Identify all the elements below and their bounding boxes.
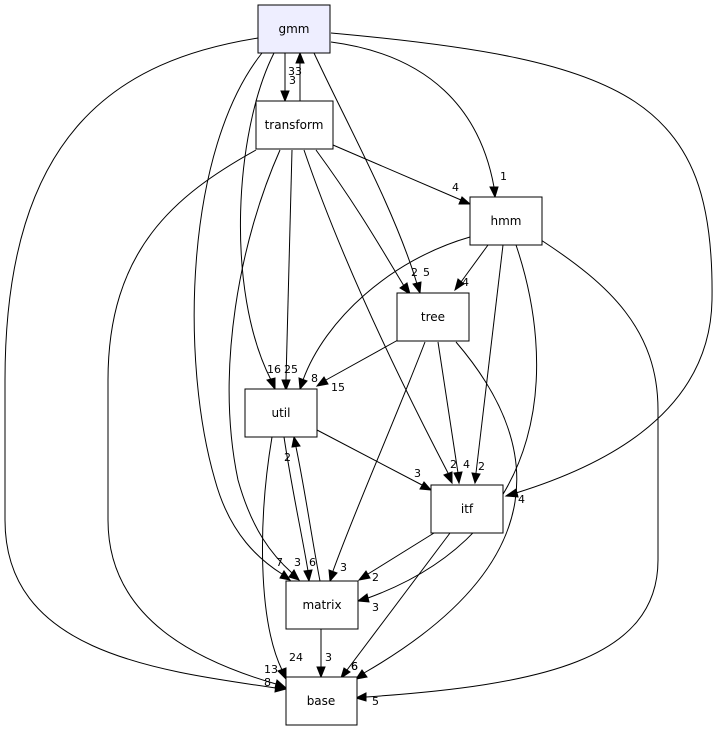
edge-label-itf-matrix: 2 (372, 571, 379, 584)
edge-matrix-base[interactable]: 3 (316, 629, 332, 679)
edge-label-gmm-hmm: 1 (500, 170, 507, 183)
edge-label-hmm-util: 8 (311, 372, 318, 385)
edge-label-hmm-tree: 4 (462, 276, 469, 289)
nodes: gmm transform hmm tree util itf matrix (244, 4, 543, 726)
edges: 3 33 1 5 16 4 (4, 32, 713, 708)
edge-gmm-util[interactable]: 16 (239, 52, 281, 391)
edge-hmm-matrix[interactable]: 3 (356, 244, 538, 614)
edge-gmm-transform[interactable]: 3 (280, 53, 296, 103)
edge-label-matrix-util: 2 (284, 451, 291, 464)
edge-tree-util[interactable]: 15 (315, 339, 399, 394)
edge-gmm-hmm[interactable]: 1 (330, 41, 507, 199)
edge-itf-base[interactable]: 6 (340, 532, 451, 680)
node-tree[interactable]: tree (396, 292, 470, 342)
edge-gmm-tree[interactable]: 5 (313, 52, 430, 295)
node-label-tree: tree (421, 310, 445, 324)
node-label-base: base (307, 694, 336, 708)
edge-transform-hmm[interactable]: 4 (332, 144, 472, 205)
edge-transform-tree[interactable]: 2 (315, 149, 418, 296)
edge-transform-base[interactable]: 8 (107, 149, 288, 689)
edge-hmm-tree[interactable]: 4 (454, 244, 489, 292)
edge-itf-matrix[interactable]: 2 (357, 532, 435, 584)
node-gmm[interactable]: gmm (257, 4, 331, 54)
node-hmm[interactable]: hmm (469, 196, 543, 246)
edge-gmm-matrix[interactable]: 7 (193, 52, 292, 581)
edge-label-transform-tree: 2 (411, 266, 418, 279)
node-base[interactable]: base (285, 676, 358, 726)
node-transform[interactable]: transform (255, 100, 334, 150)
edge-label-transform-matrix: 3 (294, 556, 301, 569)
edge-label-util-base: 24 (289, 651, 303, 664)
edge-label-util-itf: 3 (414, 467, 421, 480)
node-util[interactable]: util (244, 388, 318, 438)
edge-hmm-itf[interactable]: 2 (471, 244, 504, 485)
edge-transform-gmm[interactable]: 33 (288, 51, 305, 101)
node-label-gmm: gmm (279, 22, 310, 36)
edge-label-matrix-base: 3 (325, 651, 332, 664)
edge-tree-matrix[interactable]: 3 (328, 341, 426, 583)
edge-label-tree-base: 6 (351, 660, 358, 673)
node-label-itf: itf (461, 502, 474, 516)
node-label-util: util (272, 406, 291, 420)
edge-transform-itf[interactable]: 2 (303, 149, 457, 485)
node-label-transform: transform (265, 118, 324, 132)
edge-label-gmm-itf: 4 (518, 493, 525, 506)
edge-label-itf-base: 6 (351, 660, 358, 673)
edge-label-transform-gmm: 33 (288, 65, 302, 78)
edge-label-util-matrix: 6 (309, 556, 316, 569)
edge-gmm-base[interactable]: 13 (4, 37, 288, 693)
edge-label-gmm-matrix: 7 (276, 556, 283, 569)
edge-label-transform-util: 25 (284, 363, 298, 376)
node-matrix[interactable]: matrix (285, 580, 359, 630)
edge-util-base[interactable]: 24 (262, 436, 303, 681)
node-itf[interactable]: itf (430, 484, 504, 534)
edge-label-transform-hmm: 4 (452, 181, 459, 194)
edge-label-transform-itf: 2 (450, 458, 457, 471)
edge-label-hmm-itf: 2 (478, 460, 485, 473)
edge-hmm-util[interactable]: 8 (298, 236, 471, 391)
edge-tree-itf[interactable]: 4 (437, 341, 470, 485)
edge-label-gmm-tree: 5 (423, 266, 430, 279)
edge-label-tree-itf: 4 (463, 458, 470, 471)
edge-label-gmm-util: 16 (267, 363, 281, 376)
edge-label-gmm-transform: 3 (289, 74, 296, 87)
edge-matrix-util[interactable]: 2 (284, 435, 321, 582)
edge-label-hmm-matrix: 3 (372, 601, 379, 614)
edge-tree-base[interactable]: 6 (351, 341, 518, 680)
edge-util-matrix[interactable]: 6 (283, 436, 316, 583)
node-label-matrix: matrix (302, 598, 341, 612)
edge-label-transform-base: 8 (264, 676, 271, 689)
edge-label-hmm-base: 5 (372, 695, 379, 708)
edge-label-tree-matrix: 3 (340, 561, 347, 574)
edge-util-itf[interactable]: 3 (316, 429, 433, 491)
edge-gmm-itf[interactable]: 4 (330, 32, 713, 506)
edge-transform-util[interactable]: 25 (281, 149, 298, 392)
node-label-hmm: hmm (491, 214, 522, 228)
edge-label-gmm-base: 13 (264, 663, 278, 676)
edge-label-tree-util: 15 (331, 381, 345, 394)
edge-transform-matrix[interactable]: 3 (228, 149, 301, 581)
edge-hmm-base[interactable]: 5 (354, 239, 659, 708)
